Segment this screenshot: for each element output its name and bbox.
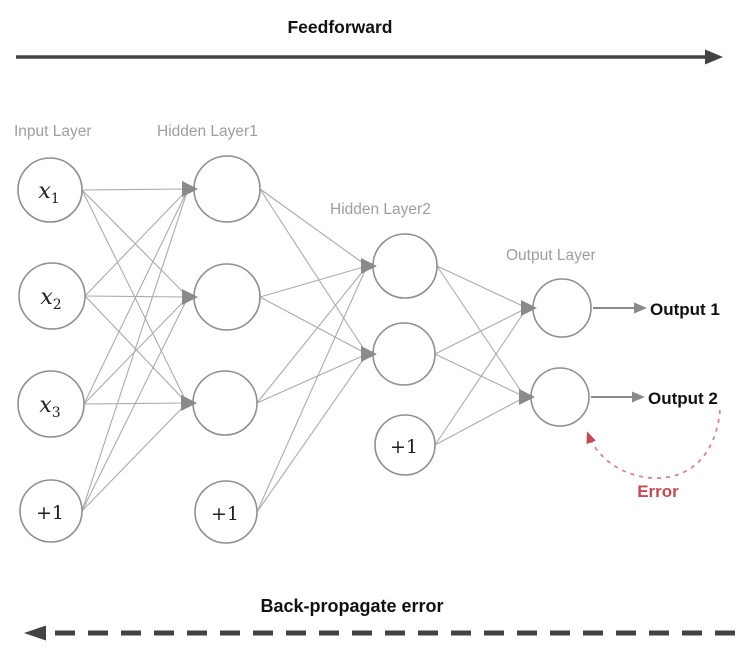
- entry-arrowhead-icon: [361, 346, 377, 362]
- node-h11: [193, 155, 261, 223]
- node-h21: [372, 233, 438, 299]
- layer-label-input-layer: Input Layer: [14, 123, 92, 140]
- backprop-label: Back-propagate error: [260, 596, 443, 616]
- error-label: Error: [637, 482, 679, 501]
- layer-label-hidden-layer2: Hidden Layer2: [330, 201, 431, 218]
- node-x3: [17, 370, 85, 438]
- edge-x1-h11: [81, 188, 189, 191]
- edge-b0-h13: [81, 402, 188, 512]
- node-label-b2: +1: [390, 436, 418, 458]
- output-arrowhead-2-icon: [632, 391, 645, 403]
- edge-h11-h21: [259, 188, 368, 267]
- node-label-x2: x2: [40, 285, 61, 313]
- node-x1: [17, 157, 83, 223]
- node-x2: [18, 262, 86, 330]
- node-label-b1: +1: [211, 503, 239, 525]
- edge-h22-o1: [434, 307, 528, 355]
- entry-arrowhead-icon: [521, 300, 537, 316]
- edge-h13-h22: [256, 353, 368, 404]
- edge-h22-o2: [434, 353, 526, 398]
- entry-arrowhead-icon: [181, 395, 197, 411]
- edge-x3-h12: [83, 296, 189, 405]
- edge-x2-h11: [84, 188, 189, 297]
- feedforward-label: Feedforward: [287, 17, 392, 37]
- edge-b1-h21: [256, 265, 368, 513]
- edge-h13-h21: [256, 265, 368, 404]
- edge-x3-h11: [83, 188, 189, 405]
- edge-h12-h21: [259, 265, 368, 298]
- node-b2: [374, 414, 436, 476]
- node-b1: [194, 480, 258, 544]
- node-label-x3: x3: [39, 393, 60, 421]
- error-arc: [586, 409, 721, 479]
- node-label-b0: +1: [36, 502, 64, 524]
- edge-b2-o1: [434, 307, 528, 446]
- output-arrowhead-1-icon: [634, 302, 647, 314]
- edge-b1-h22: [256, 353, 368, 513]
- edge-h21-o1: [436, 265, 528, 309]
- node-o1: [532, 278, 592, 338]
- edge-b2-o2: [434, 396, 526, 446]
- backprop-arrowhead-icon: [24, 625, 46, 641]
- edge-x2-h13: [84, 295, 188, 404]
- node-h13: [192, 370, 258, 436]
- entry-arrowhead-icon: [182, 181, 198, 197]
- entry-arrowhead-icon: [182, 289, 198, 305]
- output-label-1: Output 1: [650, 300, 720, 319]
- edge-h11-h22: [259, 188, 368, 355]
- output-label-2: Output 2: [648, 389, 718, 408]
- layer-label-output-layer: Output Layer: [506, 247, 596, 264]
- node-h12: [193, 263, 261, 331]
- edge-h12-h22: [259, 296, 368, 355]
- node-label-x1: x1: [38, 179, 59, 207]
- layer-label-hidden-layer1: Hidden Layer1: [157, 123, 258, 140]
- entry-arrowhead-icon: [361, 258, 377, 274]
- node-b0: [19, 479, 83, 543]
- entry-arrowhead-icon: [519, 389, 535, 405]
- edge-b0-h12: [81, 296, 189, 512]
- node-o2: [530, 367, 590, 427]
- edge-b0-h11: [81, 188, 189, 512]
- feedforward-arrowhead-icon: [705, 49, 723, 65]
- node-h22: [372, 322, 436, 386]
